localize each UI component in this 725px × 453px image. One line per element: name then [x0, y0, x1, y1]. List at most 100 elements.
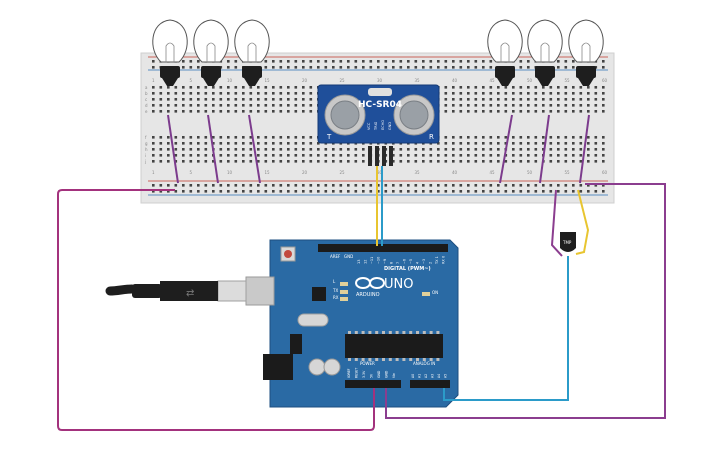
row-letter: f — [145, 135, 147, 140]
column-number: 25 — [340, 78, 346, 83]
column-number: 15 — [265, 170, 271, 175]
led-tx-label: TX — [332, 288, 338, 293]
crystal — [297, 313, 329, 327]
column-number: 45 — [490, 78, 496, 83]
wire-temp-gnd — [550, 189, 563, 257]
sensor-pin-label: TRIG — [374, 121, 378, 131]
wire-gnd — [385, 183, 666, 419]
row-letter: j — [144, 159, 146, 164]
breadboard-column-numbers: 1155101015152020252530303535404045455050… — [144, 78, 608, 175]
digital-pin-label: ~11 — [370, 257, 374, 264]
power-pin-label: IOREF — [347, 368, 351, 378]
lamp-wires — [167, 114, 590, 184]
column-number: 55 — [565, 78, 571, 83]
column-number: 15 — [265, 78, 271, 83]
column-number: 60 — [602, 78, 608, 83]
column-number: 45 — [490, 170, 496, 175]
column-number: 10 — [227, 170, 233, 175]
column-number: 40 — [452, 170, 458, 175]
digital-pin-label: 2 — [429, 262, 433, 264]
wire-temp-signal — [443, 256, 569, 401]
column-number: 20 — [302, 170, 308, 175]
digital-pin-label: 7 — [396, 262, 400, 264]
usb-connector — [245, 276, 275, 306]
digital-pin-label: 12 — [364, 260, 368, 264]
column-number: 30 — [377, 170, 383, 175]
aref-label: AREF — [330, 254, 341, 259]
row-letter: b — [145, 91, 148, 96]
power-pin-label: RESET — [355, 368, 359, 378]
power-pin-label: GND — [377, 370, 381, 378]
analog-header — [410, 380, 450, 388]
board-name: UNO — [384, 277, 413, 292]
analog-pin-label: A3 — [431, 374, 435, 378]
row-letter: i — [145, 153, 146, 158]
row-letter: d — [145, 103, 148, 108]
power-pin-label: GND — [385, 370, 389, 378]
temperature-sensor: TMP — [560, 232, 576, 252]
row-letter: a — [145, 85, 148, 90]
analog-header-label: ANALOG IN — [413, 361, 435, 366]
row-letter: c — [145, 97, 147, 102]
digital-pin-label: ~6 — [403, 259, 407, 264]
wires — [57, 166, 666, 431]
voltage-regulator — [290, 334, 302, 354]
power-pin-label: Vin — [392, 373, 396, 378]
column-number: 55 — [565, 170, 571, 175]
row-letter: e — [145, 109, 148, 114]
led-on-label: ON — [432, 290, 438, 295]
analog-pin-label: A1 — [418, 374, 422, 378]
digital-pin-label: 8 — [390, 262, 394, 264]
analog-pin-label: A2 — [424, 374, 428, 378]
analog-pin-label: A0 — [411, 374, 415, 378]
row-letter: g — [145, 141, 148, 146]
sensor-pin-label: VCC — [367, 122, 371, 130]
temp-sensor-label: TMP — [562, 240, 572, 245]
lamp — [487, 19, 523, 86]
lamps — [152, 19, 604, 86]
power-jack — [263, 354, 293, 380]
column-number: 35 — [415, 170, 421, 175]
digital-header — [318, 244, 448, 252]
column-number: 1 — [152, 170, 155, 175]
capacitor-2 — [323, 358, 341, 376]
digital-pin-label: TX 1 — [435, 256, 439, 265]
led-rx-label: RX — [333, 295, 339, 300]
analog-pin-label: A4 — [437, 374, 441, 378]
usb-chip — [312, 287, 326, 301]
arduino-logo — [355, 277, 385, 289]
column-number: 5 — [190, 170, 193, 175]
column-number: 25 — [340, 170, 346, 175]
column-number: 50 — [527, 170, 533, 175]
column-number: 30 — [377, 78, 383, 83]
row-letter: h — [145, 147, 148, 152]
column-number: 5 — [190, 78, 193, 83]
column-number: 10 — [227, 78, 233, 83]
digital-pin-label: RX 0 — [442, 256, 446, 264]
column-number: 20 — [302, 78, 308, 83]
gnd-top-label: GND — [344, 254, 353, 259]
lamp — [193, 19, 229, 86]
reset-button — [284, 250, 292, 258]
digital-pin-label: ~5 — [409, 259, 413, 264]
column-number: 50 — [527, 78, 533, 83]
board-brand: ARDUINO — [356, 292, 380, 298]
capacitor-1 — [308, 358, 326, 376]
power-header-label: POWER — [360, 361, 375, 366]
column-number: 60 — [602, 170, 608, 175]
column-number: 1 — [152, 78, 155, 83]
lamp — [568, 19, 604, 86]
digital-pin-label: 4 — [416, 261, 420, 264]
sensor-pin-label: GND — [388, 122, 392, 130]
usb-cable: ⇄ — [105, 281, 218, 301]
lamp — [527, 19, 563, 86]
digital-pin-label: ~9 — [383, 259, 387, 264]
digital-pin-label: ~3 — [422, 259, 426, 264]
analog-pin-label: A5 — [444, 374, 448, 378]
